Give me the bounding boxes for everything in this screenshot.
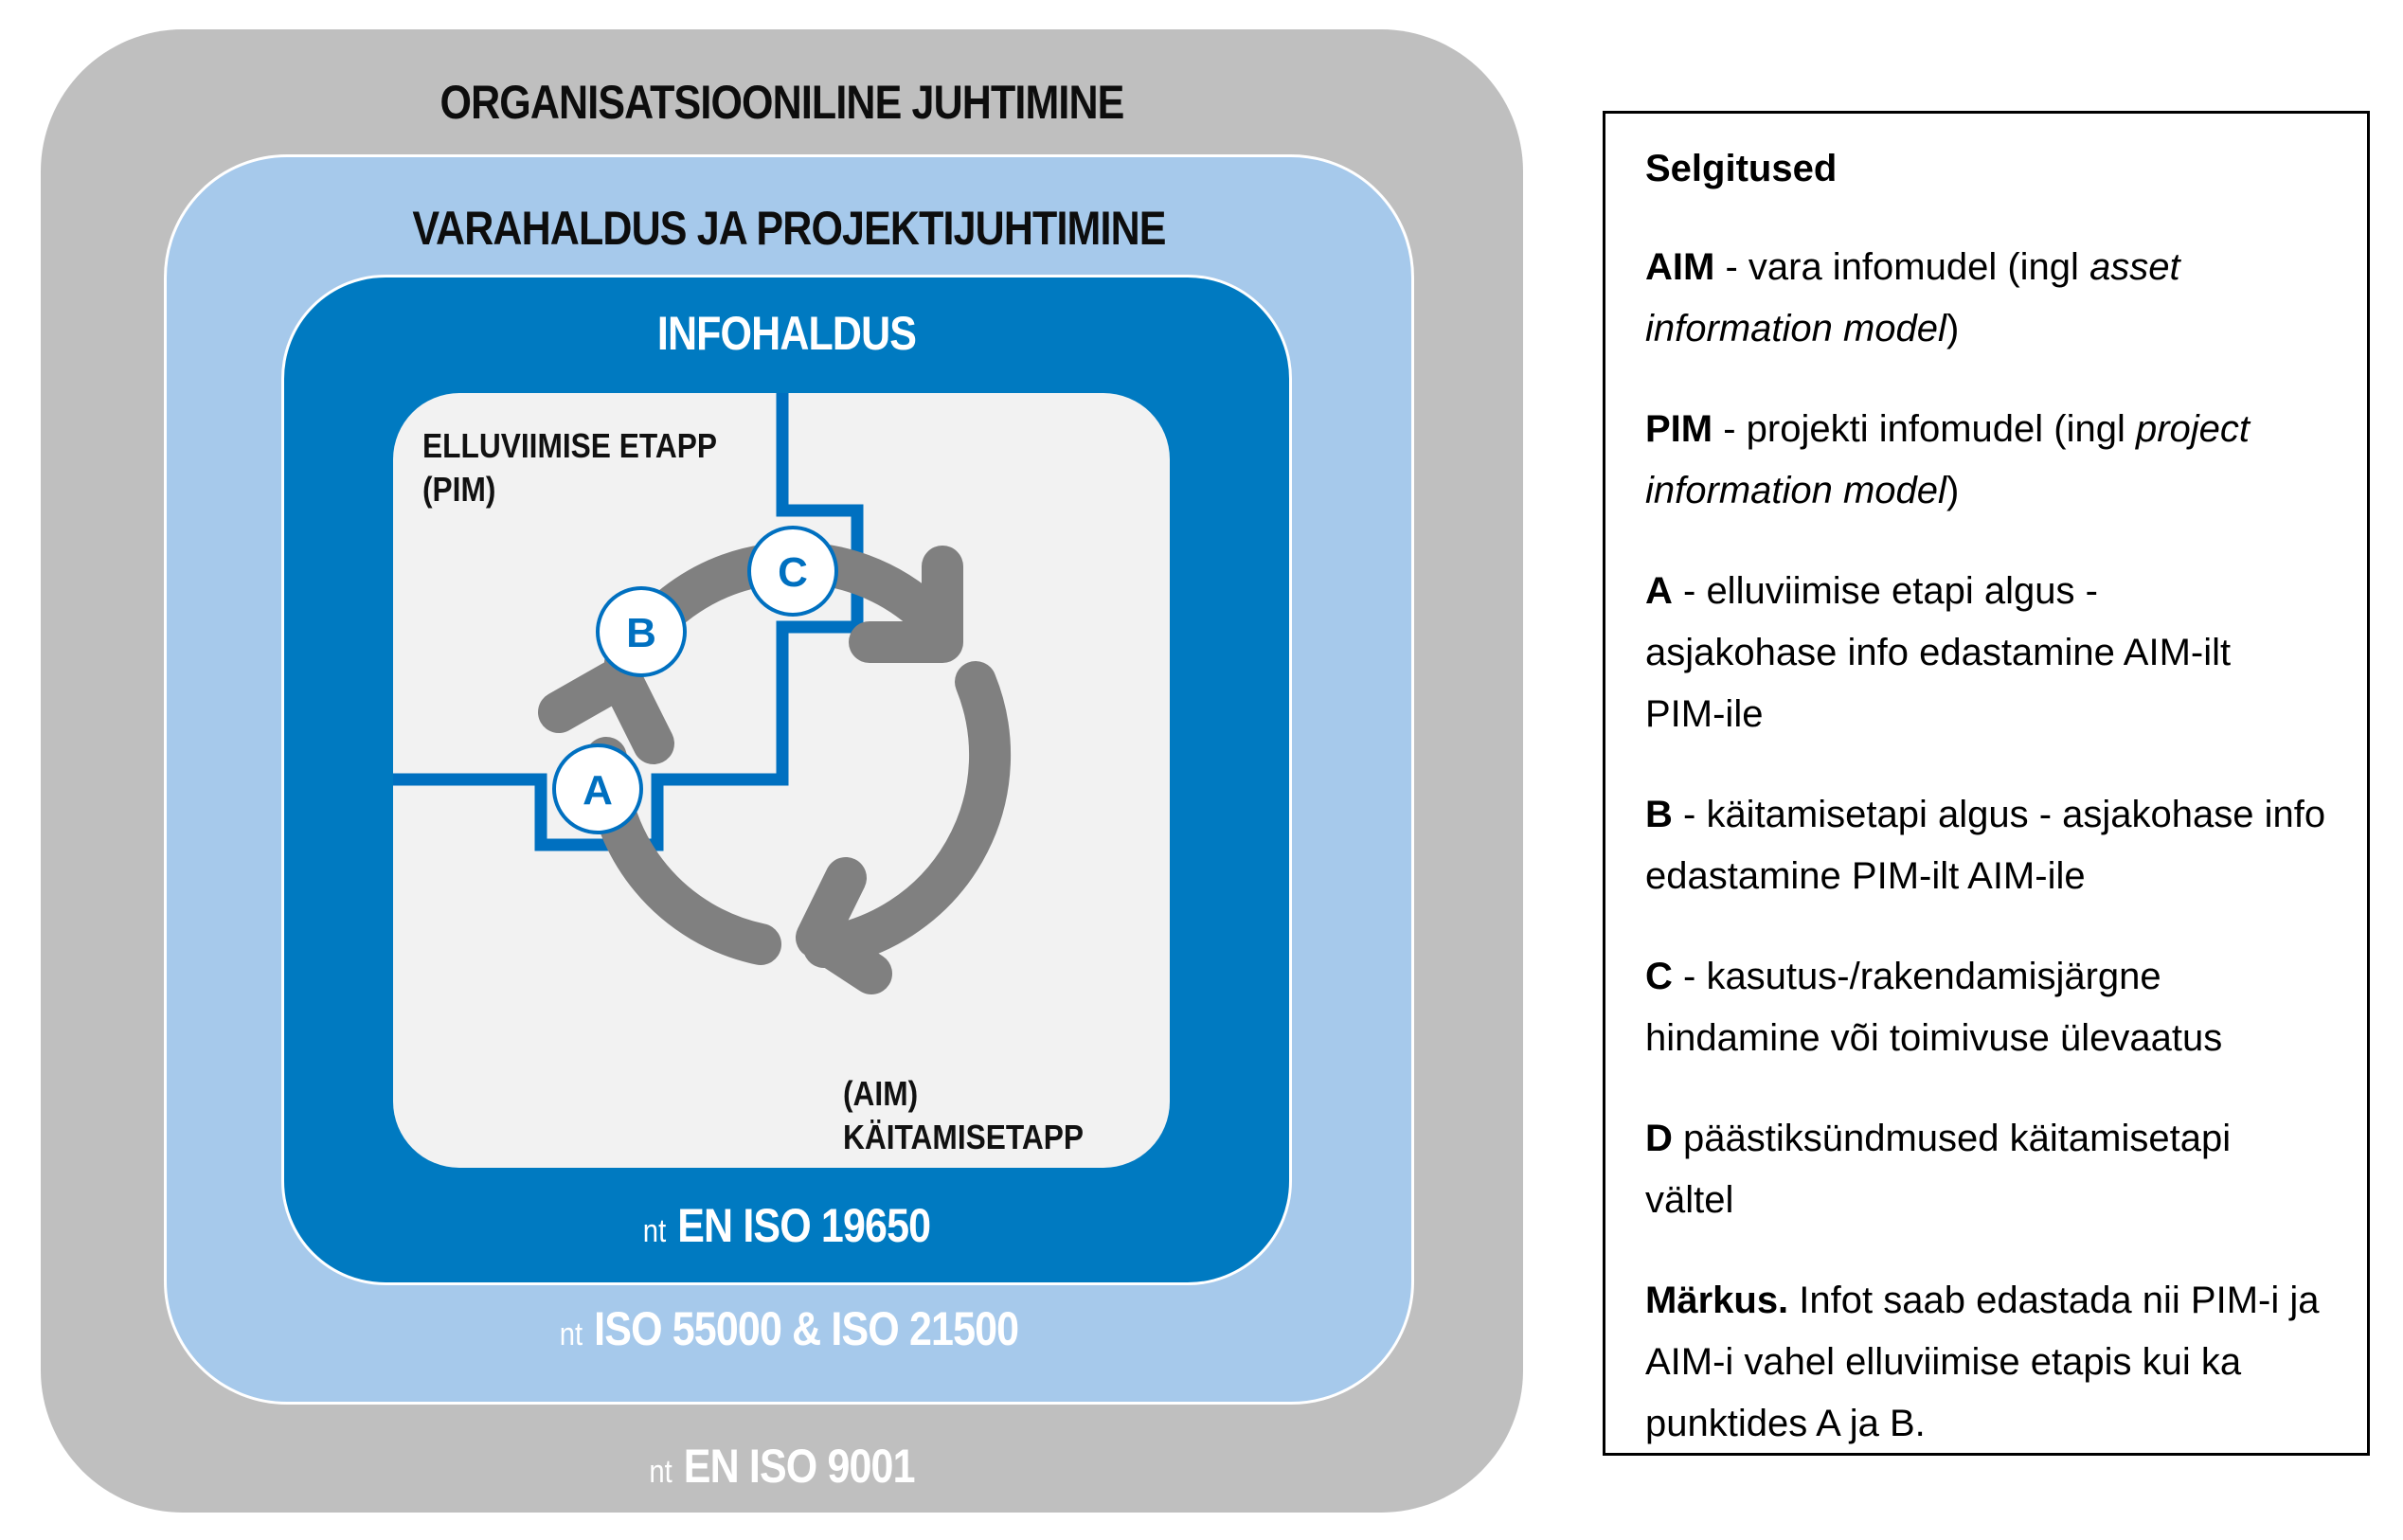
legend-item-text: - projekti infomudel (ingl (1713, 408, 2136, 450)
organization-standard-prefix: nt (649, 1454, 672, 1490)
delivery-phase-model: (PIM) (422, 470, 496, 509)
legend-item-key: A (1645, 570, 1673, 612)
legend-item-tail: ) (1946, 470, 1960, 511)
marker-a: A (552, 743, 643, 834)
organizational-management-title: ORGANISATSIOONILINE JUHTIMINE (439, 76, 1124, 129)
legend-item-text: - vara infomudel (ingl (1714, 246, 2090, 288)
legend-item-d: D päästiksündmused käitamisetapi vältel (1645, 1108, 2299, 1231)
information-standard-prefix: nt (642, 1213, 667, 1249)
legend-item-text: - elluviimise etapi algus - asjakohase i… (1645, 570, 2232, 735)
legend-item-english-term: asset information model (1645, 246, 2180, 349)
legend-item-b: B - käitamisetapi algus - asjakohase inf… (1645, 784, 2327, 907)
legend-item-key: C (1645, 956, 1673, 997)
marker-a-label: A (583, 767, 613, 814)
legend-item-key: Märkus. (1645, 1280, 1789, 1321)
legend-item-text: - käitamisetapi algus - asjakohase info … (1645, 794, 2326, 897)
information-management-title: INFOHALDUS (656, 307, 917, 360)
legend-item-a: A - elluviimise etapi algus - asjakohase… (1645, 561, 2299, 745)
legend-item-text: päästiksündmused käitamisetapi vältel (1645, 1118, 2232, 1221)
marker-b-label: B (626, 610, 656, 656)
legend-item-text: - kasutus-/rakendamisjärgne hindamine võ… (1645, 956, 2223, 1059)
cycle-arrow-right (803, 661, 1012, 968)
legend-item-key: PIM (1645, 408, 1713, 450)
legend-item-english-term: project information model (1645, 408, 2251, 511)
cycle-arrowhead-bottom (796, 857, 892, 994)
information-standard-code: EN ISO 19650 (677, 1199, 931, 1252)
legend-item-c: C - kasutus-/rakendamisjärgne hindamine … (1645, 946, 2308, 1069)
marker-c: C (747, 526, 838, 617)
legend-item-key: AIM (1645, 246, 1715, 288)
organization-standard-code: EN ISO 9001 (683, 1440, 916, 1493)
legend-item-aim: AIM - vara infomudel (ingl asset informa… (1645, 237, 2327, 360)
marker-b: B (596, 586, 687, 677)
delivery-phase-label: ELLUVIIMISE ETAPP (PIM) (422, 424, 717, 511)
delivery-phase-title: ELLUVIIMISE ETAPP (422, 426, 717, 465)
legend-item-text: Infot saab edastada nii PIM-i ja AIM-i v… (1645, 1280, 2320, 1444)
operation-phase-label: (AIM) KÄITAMISETAPP (843, 1072, 1084, 1159)
asset-project-standard-prefix: nt (559, 1316, 583, 1352)
legend-item-key: D (1645, 1118, 1673, 1159)
cycle-arrowhead-top (849, 546, 963, 663)
operation-phase-title: KÄITAMISETAPP (843, 1118, 1085, 1156)
asset-project-standard-code: ISO 55000 & ISO 21500 (594, 1302, 1019, 1355)
legend-item-pim: PIM - projekti infomudel (ingl project i… (1645, 399, 2327, 522)
legend-title: Selgitused (1645, 148, 1838, 189)
asset-project-management-title: VARAHALDUS JA PROJEKTIJUHTIMINE (412, 202, 1166, 255)
phase-boundary-line (393, 393, 864, 851)
information-standard: nt EN ISO 19650 (354, 1198, 1218, 1253)
legend-item-tail: ) (1946, 308, 1960, 349)
marker-c-label: C (778, 549, 808, 596)
legend-box: Selgitused AIM - vara infomudel (ingl as… (1603, 111, 2370, 1456)
legend-item-mrkus: Märkus. Infot saab edastada nii PIM-i ja… (1645, 1270, 2327, 1455)
organization-standard: nt EN ISO 9001 (145, 1439, 1420, 1494)
asset-project-standard: nt ISO 55000 & ISO 21500 (254, 1301, 1324, 1356)
operation-phase-model: (AIM) (843, 1074, 919, 1113)
legend-item-key: B (1645, 794, 1673, 835)
cycle-arrowhead-left (538, 656, 674, 764)
legend-items: AIM - vara infomudel (ingl asset informa… (1645, 237, 2367, 1455)
